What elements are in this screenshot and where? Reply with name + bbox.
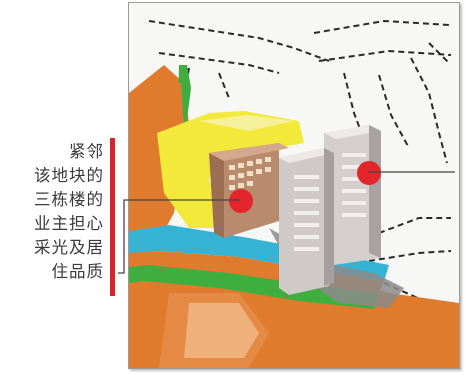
caption-line-1: 紧邻 bbox=[69, 142, 104, 161]
green-strip bbox=[129, 265, 379, 309]
site-map bbox=[128, 2, 460, 369]
caption-line-5: 采光及居 bbox=[34, 238, 104, 257]
caption-accent-bar bbox=[110, 138, 115, 296]
marker-right bbox=[357, 161, 381, 185]
yellow-zone bbox=[157, 111, 304, 228]
caption-text: 紧邻 该地块的 三栋楼的 业主担心 采光及居 住品质 bbox=[0, 140, 104, 284]
existing-building bbox=[209, 143, 289, 238]
caption-line-6: 住品质 bbox=[51, 262, 104, 281]
new-tower-back bbox=[324, 125, 381, 265]
site-map-drawing bbox=[129, 19, 459, 368]
caption-line-2: 该地块的 bbox=[34, 166, 104, 185]
caption-line-3: 三栋楼的 bbox=[34, 190, 104, 209]
marker-left bbox=[229, 189, 253, 213]
new-tower-front bbox=[279, 148, 334, 295]
caption-line-4: 业主担心 bbox=[34, 214, 104, 233]
